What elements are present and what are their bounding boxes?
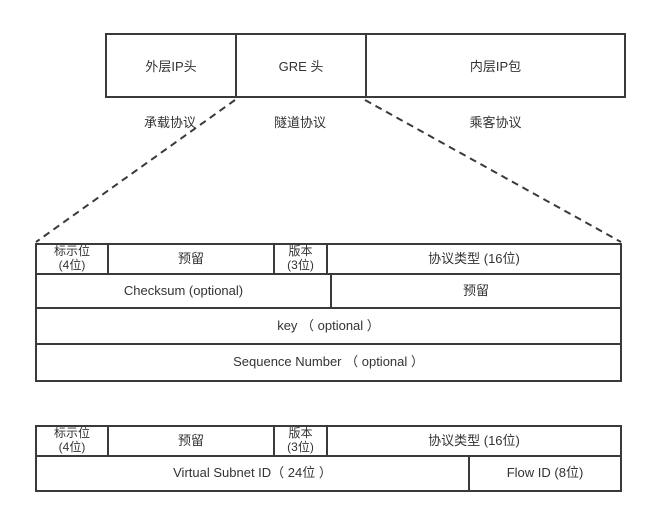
field-protocol-type: 协议类型 (16位) (428, 250, 520, 266)
segment-label: GRE 头 (278, 59, 324, 74)
label-carrier-protocol: 承载协议 (143, 115, 196, 130)
field-reserved: 预留 (109, 427, 275, 455)
packet-structure: 外层IP头 GRE 头 内层IP包 (105, 33, 626, 98)
table-row: 标示位 (4位) 预留 版本 (3位) 协议类型 (16位) (37, 427, 620, 457)
segment-gre-header: GRE 头 (237, 35, 367, 96)
label-tunnel-protocol: 隧道协议 (273, 115, 326, 130)
field-version: 版本 (3位) (275, 245, 328, 273)
field-flags: 标示位 (4位) (37, 427, 109, 455)
field-version: 版本 (3位) (275, 427, 328, 455)
table-row: key （ optional ） (37, 309, 620, 345)
gre-header-table: 标示位 (4位) 预留 版本 (3位) 协议类型 (16位) Checksum … (35, 243, 622, 382)
field-reserved: 预留 (109, 245, 275, 273)
field-reserved2: 预留 (462, 282, 489, 298)
nvgre-header-table: 标示位 (4位) 预留 版本 (3位) 协议类型 (16位) Virtual S… (35, 425, 622, 492)
field-checksum: Checksum (optional) (37, 275, 332, 307)
field-flags: 标示位 (4位) (37, 245, 109, 273)
segment-inner-ip-packet: 内层IP包 (367, 35, 624, 96)
table-row: Virtual Subnet ID（ 24位 ） Flow ID (8位) (37, 457, 620, 490)
table-row: Checksum (optional) 预留 (37, 275, 620, 309)
segment-label: 外层IP头 (145, 59, 197, 74)
field-flow-id: Flow ID (8位) (506, 465, 584, 481)
table-row: Sequence Number （ optional ） (37, 345, 620, 380)
label-passenger-protocol: 乘客协议 (469, 115, 522, 130)
field-virtual-subnet-id: Virtual Subnet ID（ 24位 ） (37, 457, 470, 490)
field-protocol-type: 协议类型 (16位) (428, 432, 520, 448)
protocol-labels: 承载协议 隧道协议 乘客协议 (105, 112, 626, 131)
field-key: key （ optional ） (277, 317, 380, 333)
table-row: 标示位 (4位) 预留 版本 (3位) 协议类型 (16位) (37, 245, 620, 275)
segment-outer-ip-header: 外层IP头 (107, 35, 237, 96)
field-sequence-number: Sequence Number （ optional ） (233, 354, 424, 370)
segment-label: 内层IP包 (469, 59, 522, 74)
